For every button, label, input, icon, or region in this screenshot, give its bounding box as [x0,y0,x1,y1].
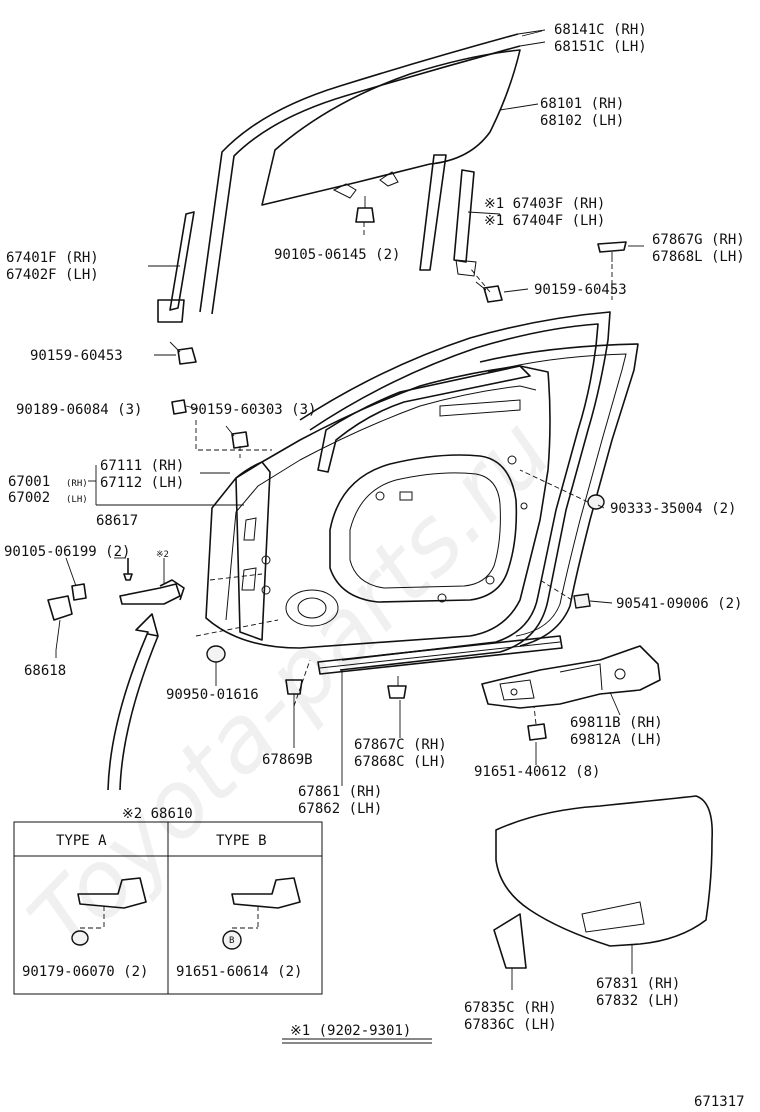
label-90105-06145: 90105-06145 (2) [274,247,400,263]
label-67404f: ※1 67404F (LH) [484,213,605,229]
door-glass [261,49,521,206]
clip-67867c [387,676,407,699]
moulding-67861 [317,635,563,675]
label-90189-06084: 90189-06084 (3) [16,402,142,418]
bolt-90105-06199 [71,583,87,601]
bolt-90159-60453-lower [169,341,197,365]
label-67867g: 67867G (RH) [652,232,745,248]
rear-lower-frame [419,154,477,277]
hinge-69811b [481,645,661,709]
label-bolt-b: B [229,936,234,946]
bolt-b-marker [222,930,242,950]
label-67868l: 67868L (LH) [652,249,745,265]
label-type-b: TYPE B [216,833,267,849]
label-91651-60614: 91651-60614 (2) [176,964,302,980]
pin-68617 [123,558,133,581]
diagram-id: 671317 [694,1094,745,1110]
label-68618: 68618 [24,663,66,679]
type-table [13,821,323,995]
label-67001: 67001 [8,474,50,490]
label-67002-side: (LH) [66,495,88,505]
label-67836c: 67836C (LH) [464,1017,557,1033]
part-labels: 68141C (RH) 68151C (LH) 68101 (RH) 68102… [4,22,745,1110]
label-90159-60453-lower: 90159-60453 [30,348,123,364]
label-67001-side: (RH) [66,479,88,489]
label-68102: 68102 (LH) [540,113,624,129]
label-mark-2: ※2 [156,550,169,560]
label-68101: 68101 (RH) [540,96,624,112]
label-90159-60303: 90159-60303 (3) [190,402,316,418]
bolt-90159-60453-upper [475,281,503,303]
label-90159-60453-upper: 90159-60453 [534,282,627,298]
label-67862: 67862 (LH) [298,801,382,817]
window-rail [317,365,531,473]
bolt-91651-40612 [527,705,547,741]
bracket-68618 [47,595,73,651]
label-67401f: 67401F (RH) [6,250,99,266]
door-panel [205,365,551,649]
label-68141c: 68141C (RH) [554,22,647,38]
front-lower-frame [157,211,195,323]
label-67868c: 67868C (LH) [354,754,447,770]
label-90179-06070: 90179-06070 (2) [22,964,148,980]
footnote: ※1 (9202-9301) [290,1023,411,1039]
label-67867c: 67867C (RH) [354,737,447,753]
dashed-leaders [195,222,613,707]
door-check-arrow [107,613,159,791]
label-91651-40612: 91651-40612 (8) [474,764,600,780]
glass-run-channel [199,29,546,315]
label-67861: 67861 (RH) [298,784,382,800]
bolt-90105-06145 [355,196,375,223]
service-hole-cover [495,795,713,947]
door-check [119,579,185,605]
label-67111: 67111 (RH) [100,458,184,474]
label-67831: 67831 (RH) [596,976,680,992]
label-67869b: 67869B [262,752,313,768]
label-67835c: 67835C (RH) [464,1000,557,1016]
door-weatherstrip [299,311,639,671]
clip-90189-06084 [171,399,187,415]
label-68610: ※2 68610 [122,806,193,822]
clip-67869b [285,679,303,706]
label-69811b: 69811B (RH) [570,715,663,731]
label-67832: 67832 (LH) [596,993,680,1009]
label-67402f: 67402F (LH) [6,267,99,283]
label-67112: 67112 (LH) [100,475,184,491]
watermark: Toyota-parts.ru [9,398,572,975]
plug-90541-09006 [573,593,591,609]
label-90950-01616: 90950-01616 [166,687,259,703]
label-67403f: ※1 67403F (RH) [484,196,605,212]
label-90105-06199: 90105-06199 (2) [4,544,130,560]
label-68151c: 68151C (LH) [554,39,647,55]
label-69812a: 69812A (LH) [570,732,663,748]
bolt-90159-60303 [225,425,249,449]
clip-67867g [597,241,627,262]
label-90333-35004: 90333-35004 (2) [610,501,736,517]
label-68617: 68617 [96,513,138,529]
leader-lines [55,30,644,990]
pad-67835c [493,913,527,969]
label-type-a: TYPE A [56,833,107,849]
label-67002: 67002 [8,490,50,506]
label-90541-09006: 90541-09006 (2) [616,596,742,612]
cap-90950-01616 [206,645,226,663]
